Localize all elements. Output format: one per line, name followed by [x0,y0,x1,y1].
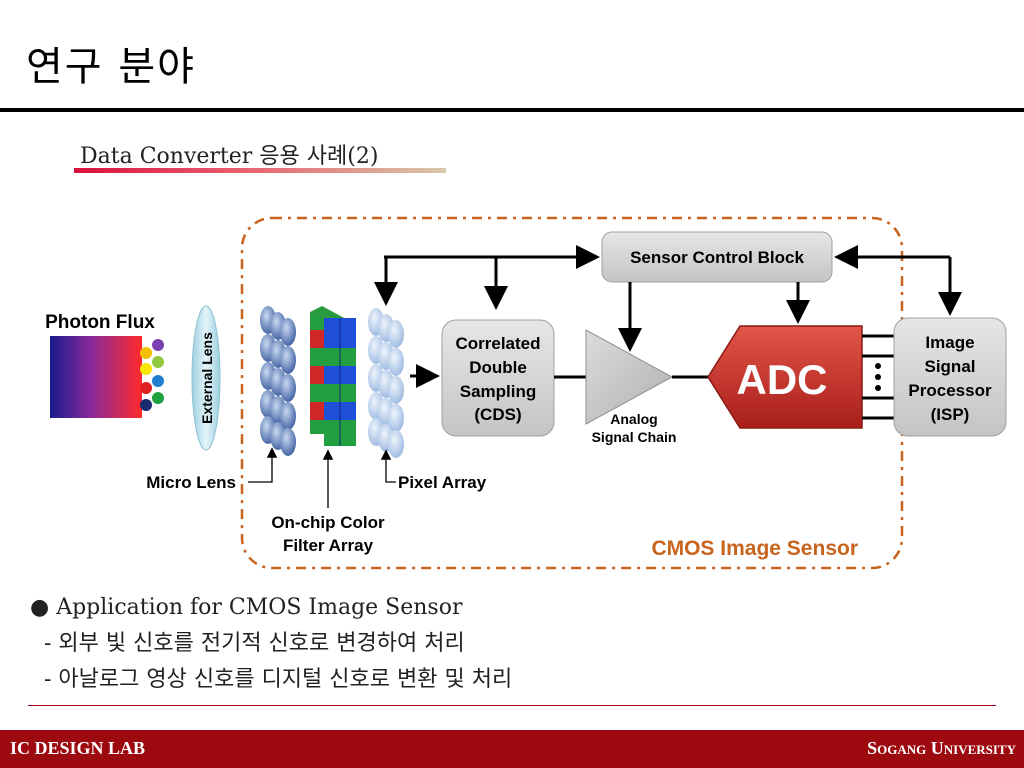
adc-block [707,325,863,429]
isp-label-2: Signal [924,357,975,376]
bullet-main: ● Application for CMOS Image Sensor [30,595,463,620]
color-filter-label-1: On-chip Color [271,513,385,532]
footer-bar [0,730,1024,768]
cds-label-3: Sampling [460,382,537,401]
cmos-diagram: Photon Flux External Lens [45,216,1007,570]
cds-label-1: Correlated [455,334,540,353]
footer-university: Sogang University [867,738,1016,758]
bullet-line-1: - 외부 빛 신호를 전기적 신호로 변경하여 처리 [44,631,465,656]
subtitle-underline [74,168,446,173]
bullet-line-2: - 아날로그 영상 신호를 디지털 신호로 변환 및 처리 [44,667,513,692]
footer-divider [28,705,996,706]
analog-chain-triangle [585,329,674,425]
analog-label-2: Signal Chain [592,429,677,445]
photon-flux-gradient [50,336,142,418]
sensor-control-label: Sensor Control Block [630,248,804,267]
isp-label-3: Processor [908,381,992,400]
photon-flux-label: Photon Flux [45,312,155,333]
photon-dots [140,339,164,411]
bullet-list: ● Application for CMOS Image Sensor - 외부… [30,590,512,698]
adc-label: ADC [737,356,828,403]
sensor-control-block [601,231,833,283]
color-filter-label-2: Filter Array [283,536,374,555]
isp-label-4: (ISP) [931,405,970,424]
pixel-array [368,308,404,458]
isp-label-1: Image [925,333,974,352]
bus-dots [875,363,881,391]
cds-label-2: Double [469,358,527,377]
micro-lens-array [260,306,296,456]
analog-label-1: Analog [610,411,657,427]
micro-lens-label: Micro Lens [146,473,236,492]
control-arrows [374,245,962,352]
slide-title: 연구 분야 [26,44,196,90]
title-divider [0,108,1024,112]
footer-lab-name: IC DESIGN LAB [10,738,146,758]
color-filter-array [310,306,356,446]
isp-block [893,317,1007,437]
cmos-sensor-label: CMOS Image Sensor [651,537,858,560]
adc-isp-bus [862,334,896,420]
cds-label-4: (CDS) [474,405,521,424]
slide-subtitle: Data Converter 응용 사례(2) [80,144,379,169]
external-lens-shape [191,305,221,451]
external-lens-label: External Lens [199,332,215,424]
pixel-array-label: Pixel Array [398,473,487,492]
